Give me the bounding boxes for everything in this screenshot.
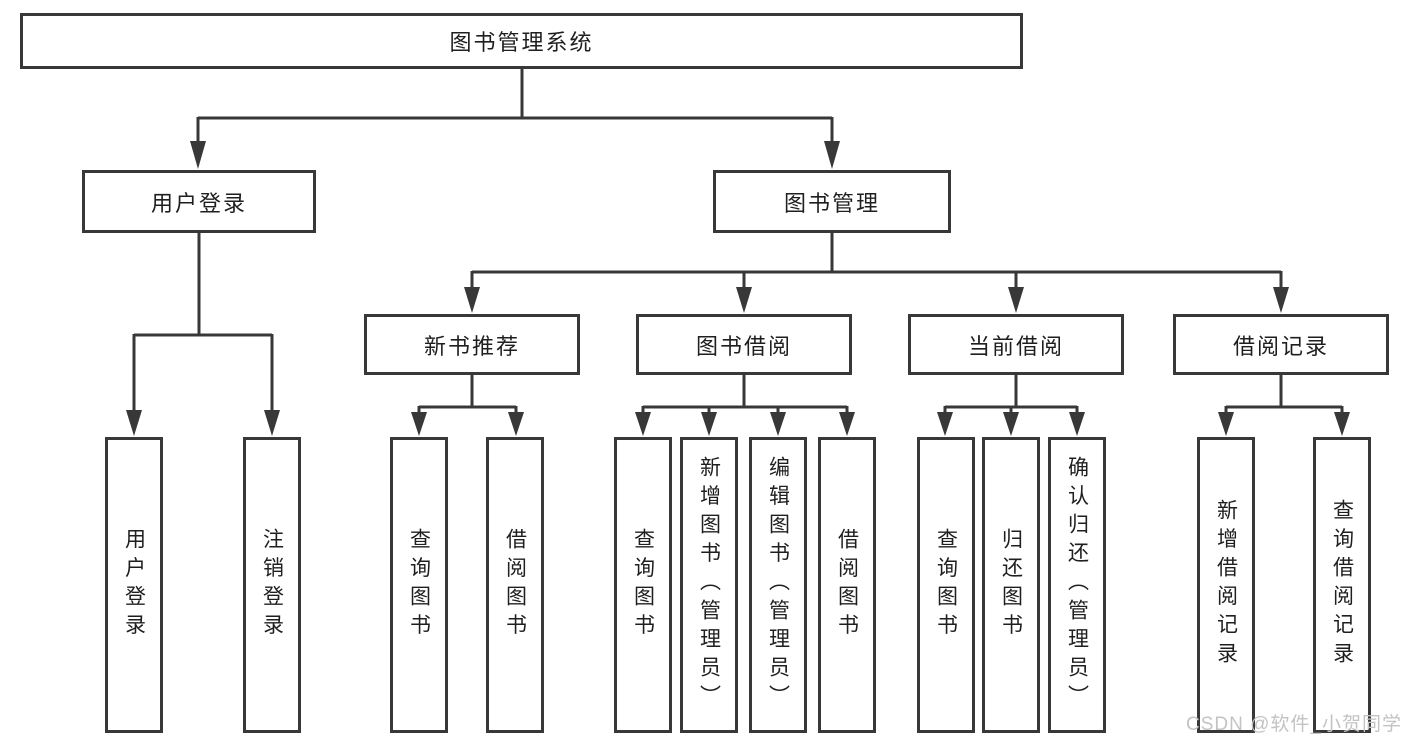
leaf-return-books-label: 归还图书 <box>999 527 1023 643</box>
leaf-borrow-books-recommend: 借阅图书 <box>486 437 544 733</box>
node-root: 图书管理系统 <box>20 13 1023 69</box>
node-user-login: 用户登录 <box>82 170 316 233</box>
leaf-confirm-return-admin: 确认归还（管理员） <box>1048 437 1106 733</box>
node-new-book-recommendation-label: 新书推荐 <box>423 333 520 359</box>
node-book-borrowing: 图书借阅 <box>636 314 852 375</box>
node-current-borrowing: 当前借阅 <box>908 314 1124 375</box>
leaf-query-borrow-record: 查询借阅记录 <box>1313 437 1371 733</box>
leaf-add-borrow-record: 新增借阅记录 <box>1197 437 1255 733</box>
node-current-borrowing-label: 当前借阅 <box>967 333 1064 359</box>
leaf-borrow-books-recommend-label: 借阅图书 <box>503 527 527 643</box>
leaf-borrow-books-label: 借阅图书 <box>835 527 859 643</box>
node-new-book-recommendation: 新书推荐 <box>364 314 580 375</box>
node-user-login-label: 用户登录 <box>150 190 247 216</box>
leaf-add-books-admin: 新增图书（管理员） <box>680 437 738 733</box>
arrowheads <box>126 141 1350 436</box>
node-borrowing-records-label: 借阅记录 <box>1232 333 1329 359</box>
leaf-query-borrow-record-label: 查询借阅记录 <box>1330 499 1354 671</box>
leaf-return-books: 归还图书 <box>982 437 1040 733</box>
leaf-add-books-admin-label: 新增图书（管理员） <box>697 456 721 714</box>
leaf-logout: 注销登录 <box>243 437 301 733</box>
node-book-borrowing-label: 图书借阅 <box>695 333 792 359</box>
csdn-watermark: CSDN @软件_小贺同学 <box>1186 714 1402 735</box>
leaf-edit-books-admin: 编辑图书（管理员） <box>749 437 807 733</box>
leaf-query-books-borrow: 查询图书 <box>614 437 672 733</box>
leaf-query-books-borrow-label: 查询图书 <box>631 527 655 643</box>
node-book-management-label: 图书管理 <box>783 190 880 216</box>
leaf-user-login: 用户登录 <box>105 437 163 733</box>
leaf-query-books-recommend-label: 查询图书 <box>407 527 431 643</box>
node-book-management: 图书管理 <box>713 170 951 233</box>
leaf-logout-label: 注销登录 <box>260 527 284 643</box>
leaf-query-books-recommend: 查询图书 <box>390 437 448 733</box>
leaf-edit-books-admin-label: 编辑图书（管理员） <box>766 456 790 714</box>
leaf-add-borrow-record-label: 新增借阅记录 <box>1214 499 1238 671</box>
node-root-label: 图书管理系统 <box>449 30 594 55</box>
leaf-borrow-books: 借阅图书 <box>818 437 876 733</box>
leaf-query-books-current-label: 查询图书 <box>934 527 958 643</box>
leaf-user-login-label: 用户登录 <box>122 527 146 643</box>
leaf-query-books-current: 查询图书 <box>917 437 975 733</box>
node-borrowing-records: 借阅记录 <box>1173 314 1389 375</box>
leaf-confirm-return-admin-label: 确认归还（管理员） <box>1065 456 1089 714</box>
